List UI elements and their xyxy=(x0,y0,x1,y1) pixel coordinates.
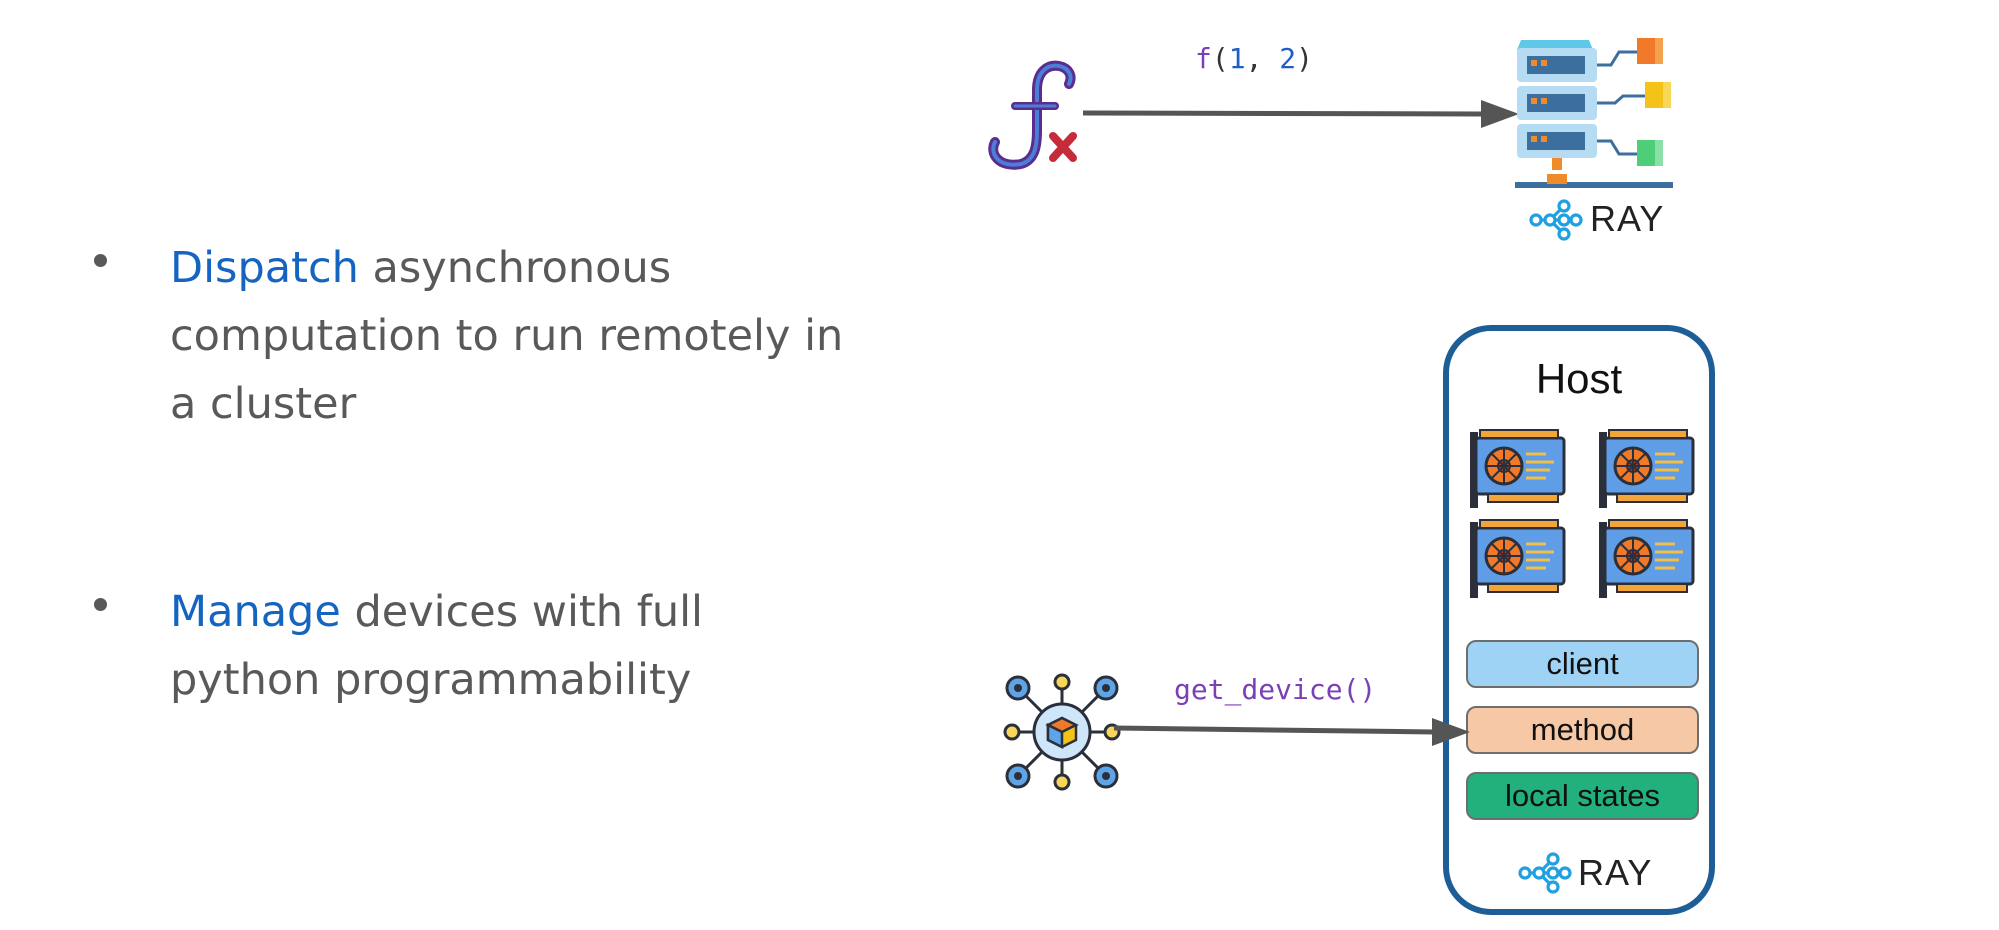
bullet-line: asynchronous xyxy=(358,243,672,293)
bullet-dot xyxy=(94,254,107,267)
ray-logo-icon xyxy=(1518,852,1572,894)
call-paren: ) xyxy=(1296,42,1314,75)
dispatch-arrow xyxy=(1082,100,1519,128)
ray-label: RAY xyxy=(1578,852,1653,893)
highlight-manage: Manage xyxy=(170,587,341,637)
bullet-dot xyxy=(94,598,107,611)
call-arg: 1 xyxy=(1228,42,1246,75)
ray-logo-icon xyxy=(1529,199,1583,241)
bullet-line: python programmability xyxy=(170,655,692,705)
get-device-arrow xyxy=(1113,718,1470,746)
host-container xyxy=(1443,325,1715,915)
call-get-device-label: get_device() xyxy=(1174,673,1377,706)
gpu-card-icon xyxy=(1470,519,1566,598)
bullet-text: Dispatch asynchronous computation to run… xyxy=(170,234,870,438)
layer-local-states: local states xyxy=(1466,772,1699,820)
call-arg: 2 xyxy=(1279,42,1297,75)
gpu-card-icon xyxy=(1599,519,1695,598)
layer-client: client xyxy=(1466,640,1699,688)
gpu-card-icon xyxy=(1470,429,1566,508)
ray-label: RAY xyxy=(1590,198,1665,239)
function-icon xyxy=(988,60,1077,170)
highlight-dispatch: Dispatch xyxy=(170,243,359,293)
gpu-card-icon xyxy=(1599,429,1695,508)
bullet-line: computation to run remotely in xyxy=(170,311,844,361)
call-f-label: f(1, 2) xyxy=(1195,42,1313,75)
call-fn: f xyxy=(1195,42,1212,75)
call-sep: , xyxy=(1245,42,1280,75)
host-title: Host xyxy=(1535,355,1623,402)
network-hub-icon xyxy=(1003,673,1121,791)
call-paren: ( xyxy=(1211,42,1229,75)
bullet-line: devices with full xyxy=(340,587,703,637)
bullet-line: a cluster xyxy=(170,379,357,429)
layer-method: method xyxy=(1466,706,1699,754)
server-rack-icon xyxy=(1515,38,1673,188)
bullet-text: Manage devices with full python programm… xyxy=(170,578,870,714)
